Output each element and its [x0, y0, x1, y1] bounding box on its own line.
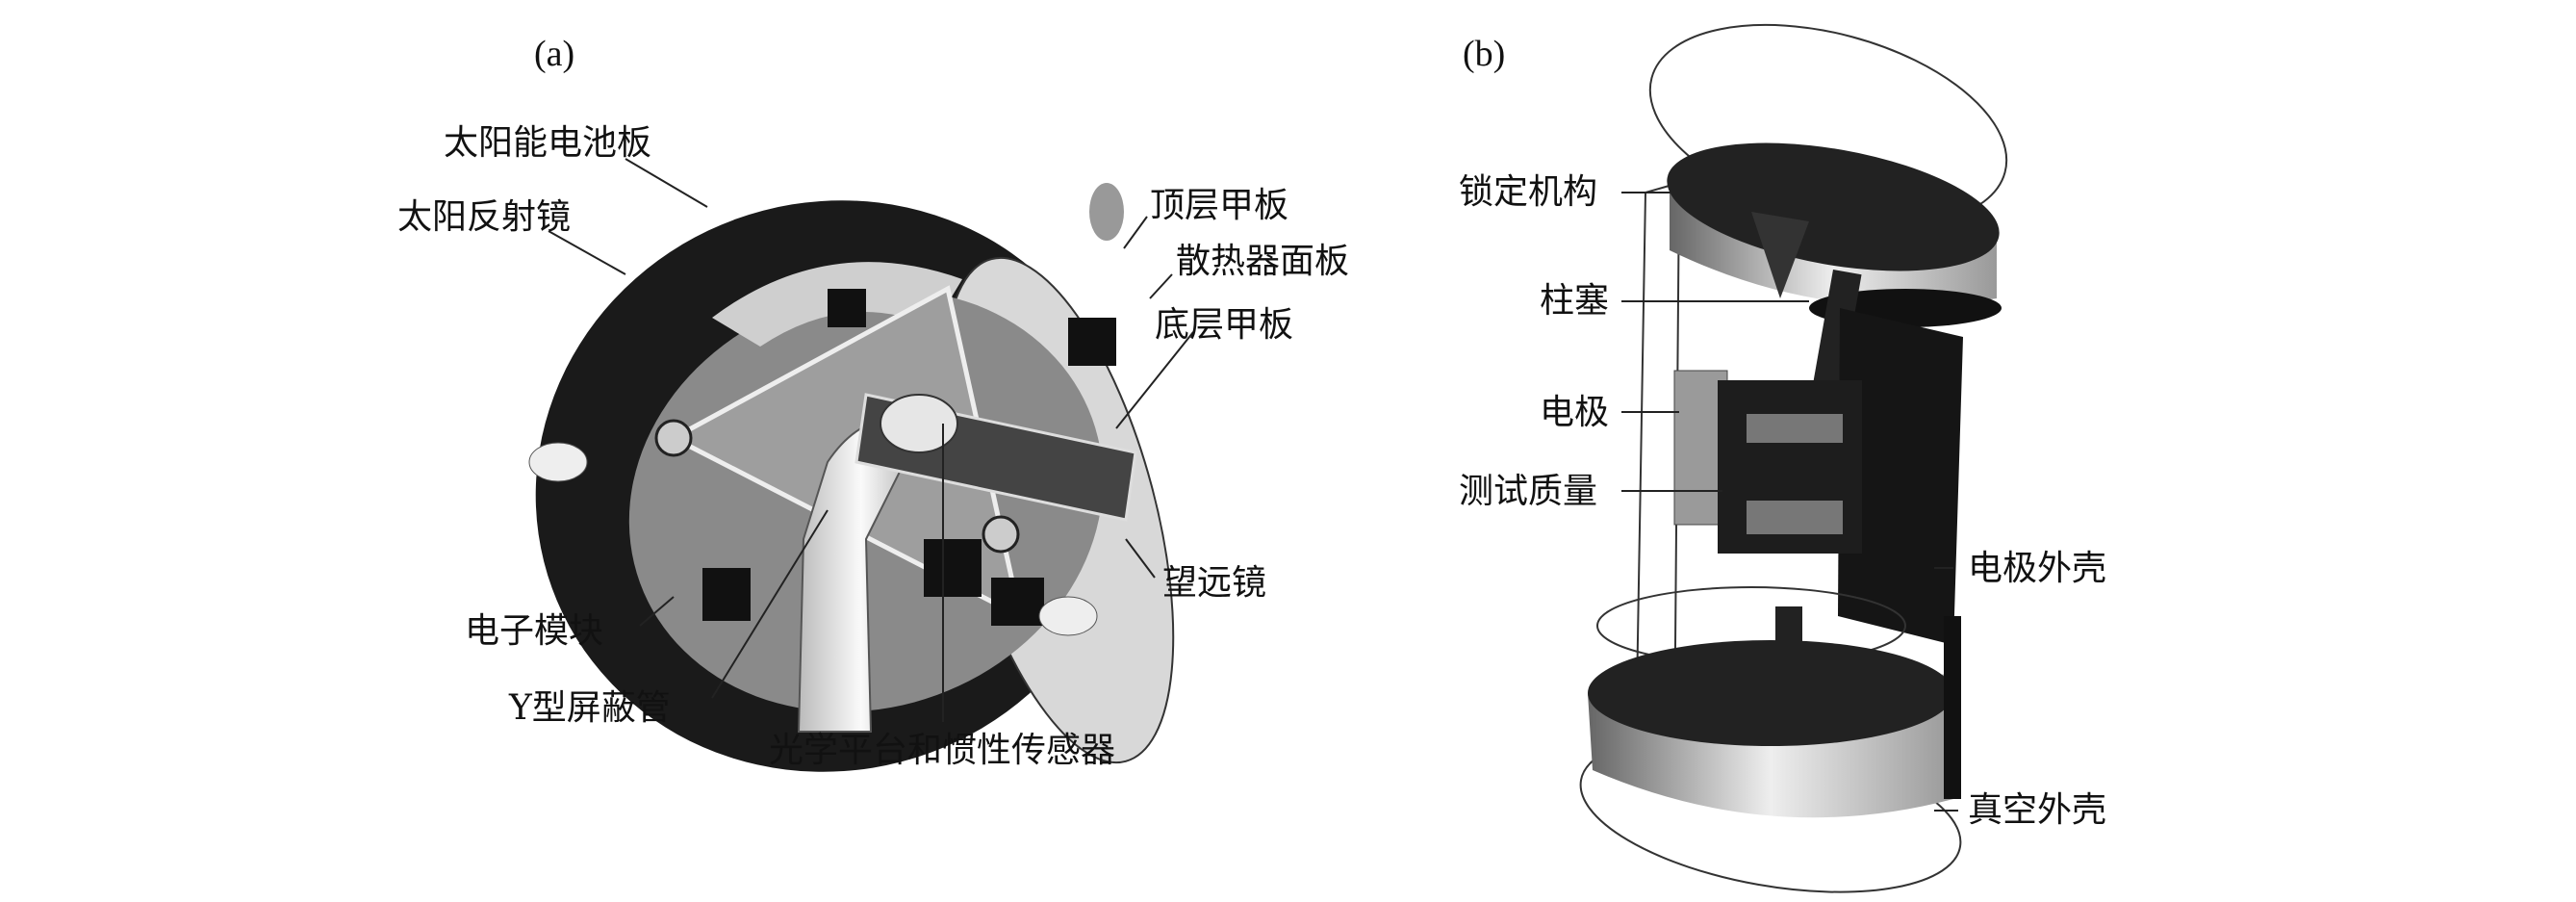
electronics-box — [702, 568, 751, 621]
label-bottom-deck: 底层甲板 — [1155, 305, 1293, 345]
panel-label-a: (a) — [534, 34, 574, 74]
bottom-bracket — [1944, 616, 1961, 799]
label-solar-panel: 太阳能电池板 — [444, 123, 651, 163]
thruster — [528, 442, 588, 482]
label-y-shield-tube: Y型屏蔽管 — [508, 688, 671, 728]
label-electrode-housing: 电极外壳 — [1968, 549, 2106, 588]
electronics-box — [991, 578, 1044, 626]
label-telescope: 望远镜 — [1162, 563, 1266, 603]
panel-label-b: (b) — [1463, 34, 1505, 74]
label-plunger: 柱塞 — [1540, 281, 1609, 321]
plunger — [1813, 270, 1862, 389]
locking-mechanism — [1751, 212, 1809, 298]
label-radiator-panel: 散热器面板 — [1176, 242, 1349, 281]
electrode-housing — [1838, 308, 1963, 645]
label-electronics-module: 电子模块 — [465, 611, 603, 651]
leader-lines-a — [548, 158, 1194, 722]
label-locking-mechanism: 锁定机构 — [1459, 172, 1597, 212]
laser-hub — [982, 515, 1020, 554]
electrode-plate — [1747, 414, 1843, 443]
label-top-deck: 顶层甲板 — [1150, 186, 1288, 225]
spacecraft-illustration — [528, 183, 1175, 772]
top-drum-face — [1667, 142, 2000, 271]
inertial-sensor-illustration — [1579, 23, 2008, 893]
lower-plunger — [1775, 606, 1802, 722]
electronics-box — [1068, 318, 1116, 366]
electrode-plate — [1747, 501, 1843, 534]
label-test-mass: 测试质量 — [1459, 472, 1597, 511]
laser-hub — [654, 419, 693, 457]
label-solar-reflector: 太阳反射镜 — [397, 197, 571, 237]
electronics-box — [828, 289, 866, 327]
thruster — [1038, 596, 1098, 636]
leader-lines-b — [1621, 192, 1958, 812]
label-electrode: 电极 — [1540, 393, 1609, 432]
antenna-dish — [1089, 183, 1124, 241]
bottom-drum-face — [1588, 640, 1953, 746]
optical-bench — [880, 394, 958, 453]
label-vacuum-enclosure: 真空外壳 — [1968, 790, 2106, 830]
electronics-box — [924, 539, 982, 597]
label-optical-bench: 光学平台和惯性传感器 — [769, 731, 1115, 770]
